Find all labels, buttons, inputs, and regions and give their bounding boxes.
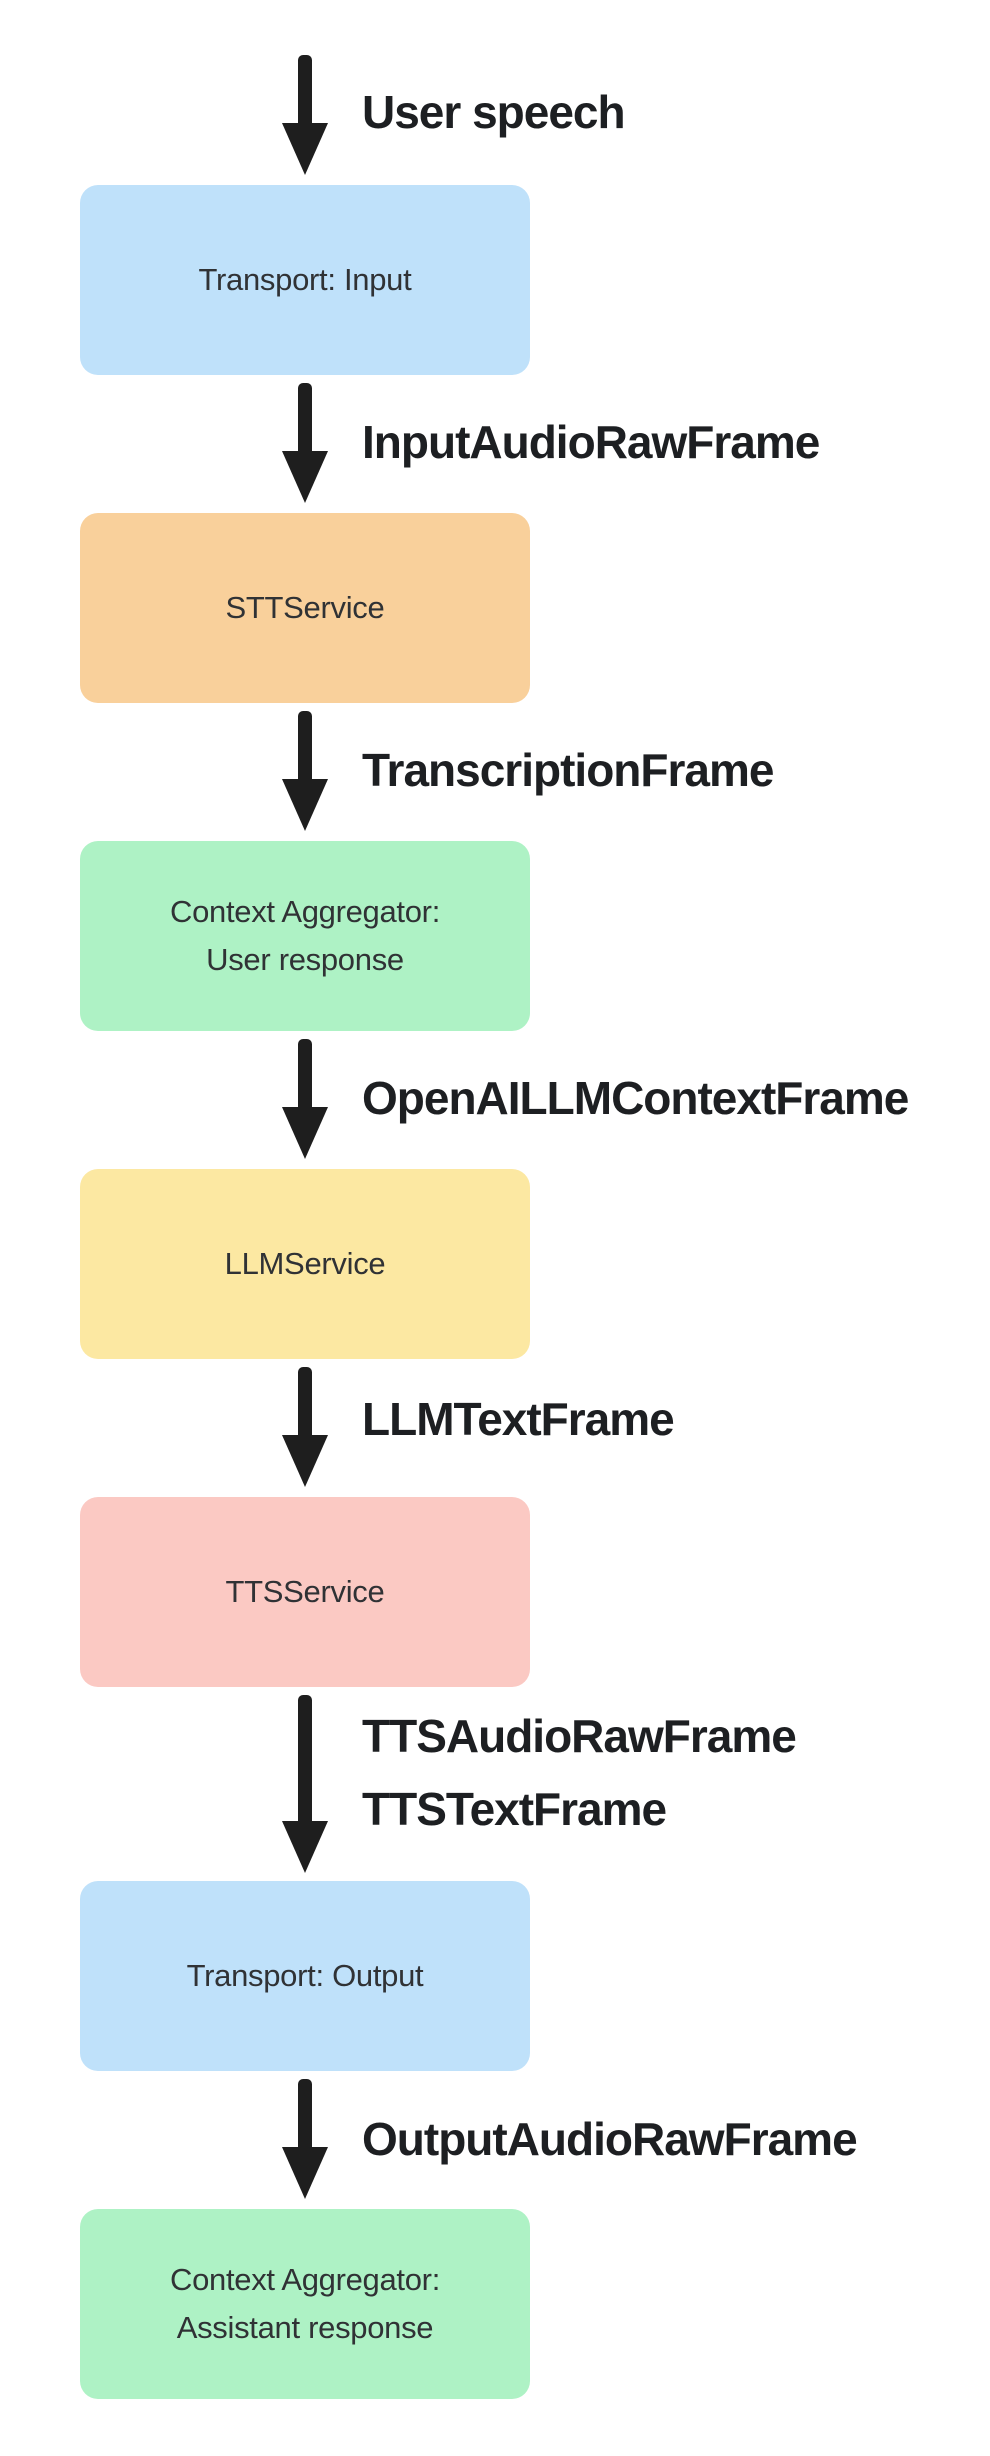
edge-label-user-speech: User speech <box>362 86 626 138</box>
edge-label-input-audio-raw-frame: InputAudioRawFrame <box>362 416 820 468</box>
arrow-head <box>282 1435 328 1487</box>
arrow-shaft <box>298 1695 312 1829</box>
edge-label-openai-llm-context-frame: OpenAILLMContextFrame <box>362 1072 909 1124</box>
node-stt-service: STTService <box>80 513 530 703</box>
arrow-head <box>282 1107 328 1159</box>
arrow-head <box>282 2147 328 2199</box>
arrow-down-icon <box>282 1695 328 1873</box>
arrow-shaft <box>298 711 312 787</box>
node-label: Context Aggregator: User response <box>169 893 441 977</box>
arrow-shaft <box>298 383 312 459</box>
arrow-down-icon <box>282 1367 328 1487</box>
arrow-down-icon <box>282 383 328 503</box>
node-label: Context Aggregator: Assistant response <box>169 2261 441 2345</box>
arrow-shaft <box>298 1367 312 1443</box>
arrow-down-icon <box>282 711 328 831</box>
arrow-head <box>282 123 328 175</box>
arrow-down-icon <box>282 2079 328 2199</box>
node-context-aggregator-assistant: Context Aggregator: Assistant response <box>80 2209 530 2399</box>
arrow-shaft <box>298 55 312 131</box>
arrow-head <box>282 779 328 831</box>
edge-label-output-audio-raw-frame: OutputAudioRawFrame <box>362 2113 858 2165</box>
node-context-aggregator-user: Context Aggregator: User response <box>80 841 530 1031</box>
node-label: LLMService <box>224 1245 386 1281</box>
edge-label-tts-frames: TTSAudioRawFrame TTSTextFrame <box>362 1710 797 1835</box>
node-llm-service: LLMService <box>80 1169 530 1359</box>
node-transport-output: Transport: Output <box>80 1881 530 2071</box>
edge-label-llm-text-frame: LLMTextFrame <box>362 1393 675 1445</box>
arrow-down-icon <box>282 55 328 175</box>
arrow-head <box>282 451 328 503</box>
edge-label-transcription-frame: TranscriptionFrame <box>362 744 774 796</box>
arrow-down-icon <box>282 1039 328 1159</box>
node-label: STTService <box>225 589 385 625</box>
arrow-shaft <box>298 2079 312 2155</box>
node-label: Transport: Output <box>186 1957 424 1993</box>
node-transport-input: Transport: Input <box>80 185 530 375</box>
node-label: Transport: Input <box>198 261 412 297</box>
node-label: TTSService <box>225 1573 385 1609</box>
arrow-shaft <box>298 1039 312 1115</box>
arrow-head <box>282 1821 328 1873</box>
node-tts-service: TTSService <box>80 1497 530 1687</box>
